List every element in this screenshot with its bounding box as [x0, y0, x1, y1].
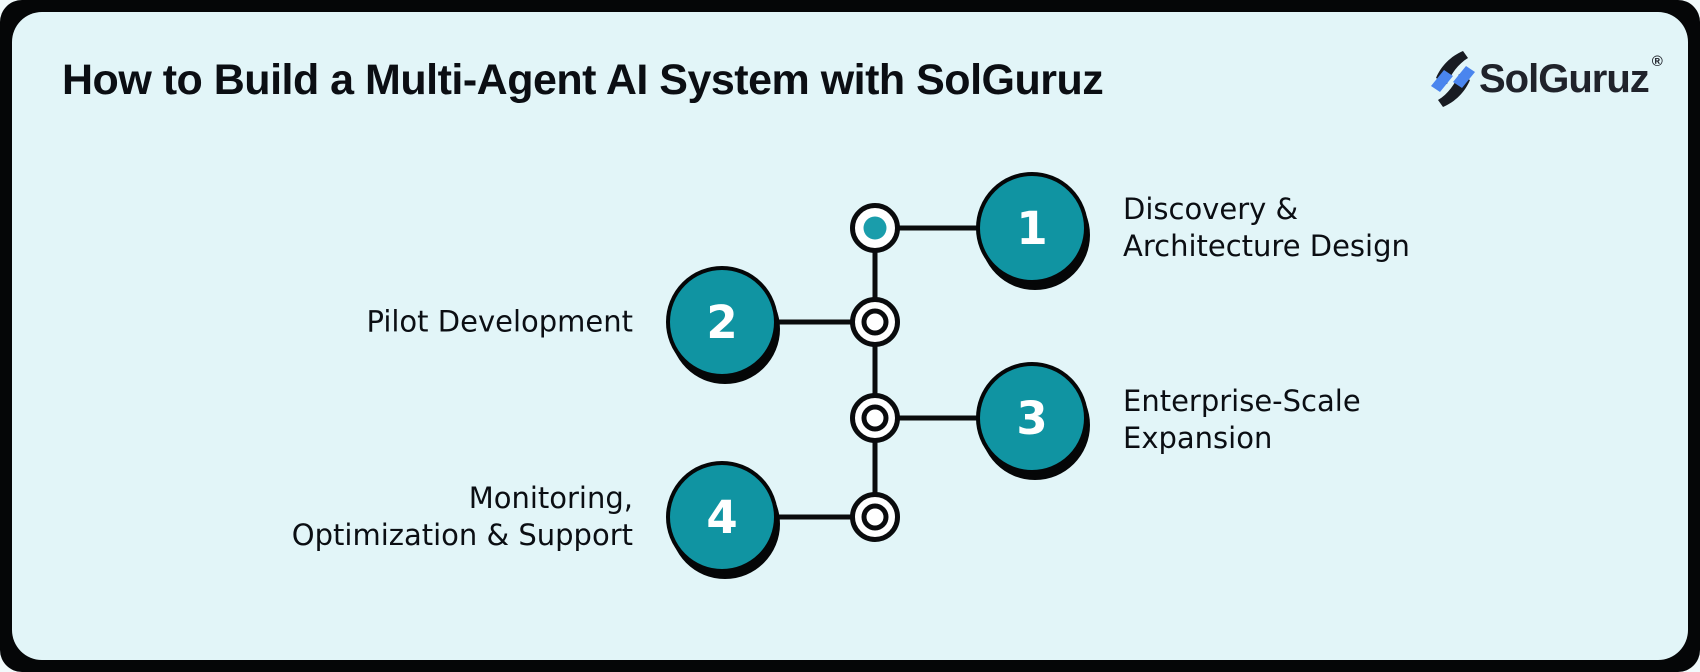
- infographic-panel: [12, 12, 1688, 660]
- node-ring-marker: [861, 404, 889, 432]
- node-ring-marker: [861, 308, 889, 336]
- step-number-1: 1: [1016, 202, 1047, 255]
- step-label-line: Expansion: [1123, 421, 1273, 455]
- step-label-2: Pilot Development: [366, 304, 633, 341]
- step-circle-3: 3: [976, 362, 1090, 480]
- solguruz-logo: SolGuruz ®: [1430, 50, 1663, 108]
- step-label-line: Optimization & Support: [291, 518, 633, 552]
- step-label-4: Monitoring, Optimization & Support: [292, 480, 633, 554]
- step-label-line: Discovery &: [1123, 192, 1299, 226]
- node-ring-marker: [861, 503, 889, 531]
- timeline-node-4: [850, 492, 900, 542]
- logo-wordmark: SolGuruz: [1479, 57, 1650, 101]
- step-circle-4: 4: [666, 461, 780, 579]
- step-label-line: Monitoring,: [468, 481, 633, 515]
- timeline-node-2: [850, 297, 900, 347]
- timeline-node-1: [850, 203, 900, 253]
- page-title: How to Build a Multi-Agent AI System wit…: [62, 56, 1104, 104]
- step-circle-2: 2: [666, 266, 780, 384]
- step-label-1: Discovery & Architecture Design: [1123, 191, 1410, 265]
- step-label-3: Enterprise-Scale Expansion: [1123, 383, 1361, 457]
- step-label-line: Enterprise-Scale: [1123, 384, 1361, 418]
- step-number-3: 3: [1016, 392, 1047, 445]
- step-number-2: 2: [706, 296, 737, 349]
- timeline-node-3: [850, 393, 900, 443]
- step-circle-1: 1: [976, 172, 1090, 290]
- step-label-line: Architecture Design: [1123, 229, 1410, 263]
- step-label-line: Pilot Development: [366, 304, 633, 339]
- step-number-4: 4: [706, 491, 737, 544]
- node-dot-marker: [863, 216, 887, 240]
- registered-trademark-symbol: ®: [1651, 53, 1663, 70]
- solguruz-logo-icon: [1431, 51, 1475, 107]
